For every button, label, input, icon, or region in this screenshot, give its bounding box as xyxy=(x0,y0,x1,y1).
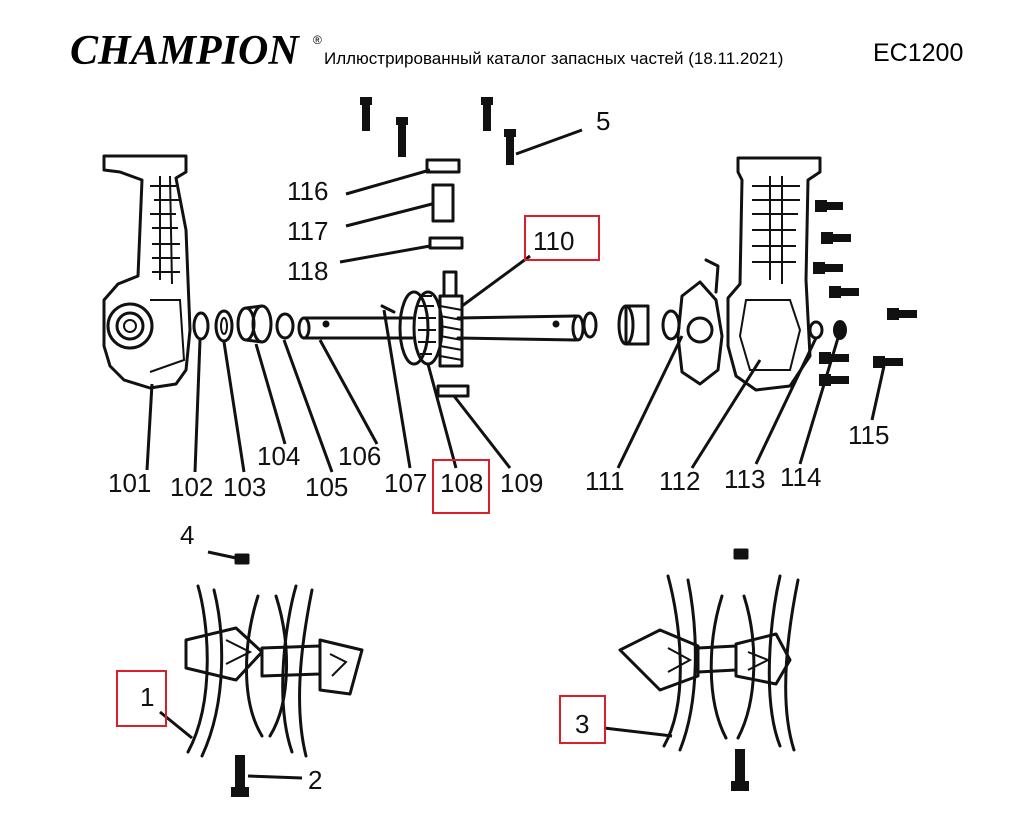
worm-gear-108 xyxy=(398,290,444,366)
callout-104: 104 xyxy=(257,441,300,471)
callout-108: 108 xyxy=(440,468,483,498)
pin-107 xyxy=(380,304,396,314)
leader-lines xyxy=(145,128,886,780)
callout-109: 109 xyxy=(500,468,543,498)
tiller-left-assembly xyxy=(184,553,364,797)
housing-right-112 xyxy=(726,156,822,392)
callout-102: 102 xyxy=(170,472,213,502)
callout-107: 107 xyxy=(384,468,427,498)
bushing-right xyxy=(582,304,681,346)
bearing-103 xyxy=(214,309,234,343)
callout-115: 115 xyxy=(848,420,889,450)
callout-5: 5 xyxy=(596,106,610,136)
callout-116: 116 xyxy=(287,176,328,206)
registered-mark: ® xyxy=(313,33,322,47)
highlight-108 xyxy=(432,459,490,514)
callout-117: 117 xyxy=(287,216,328,246)
key-116 xyxy=(425,158,461,174)
bolt-stack-115 xyxy=(813,200,917,386)
tiller-right-assembly xyxy=(618,548,800,791)
callout-113: 113 xyxy=(724,464,765,494)
ring-105 xyxy=(275,312,295,340)
callout-112: 112 xyxy=(659,466,700,496)
gearbox-exploded-view xyxy=(102,97,917,398)
callout-101: 101 xyxy=(108,468,151,498)
callout-114: 114 xyxy=(780,462,821,492)
seal-102 xyxy=(192,311,210,341)
callout-111: 111 xyxy=(585,466,625,496)
ring-113 xyxy=(808,320,824,340)
callout-3: 3 xyxy=(575,709,589,739)
callout-118: 118 xyxy=(287,256,328,286)
key-117 xyxy=(431,183,455,223)
callout-4: 4 xyxy=(180,520,194,550)
callout-2: 2 xyxy=(308,765,322,795)
shaft-106 xyxy=(297,314,585,342)
worm-shaft-110 xyxy=(438,270,464,368)
housing-left-101 xyxy=(102,154,192,390)
bolt-group-5 xyxy=(360,97,516,165)
callout-110: 110 xyxy=(533,226,574,256)
highlight-3 xyxy=(559,695,606,744)
callout-1: 1 xyxy=(140,682,154,712)
gasket-111 xyxy=(676,258,724,386)
key-118 xyxy=(428,236,464,250)
ring-114 xyxy=(833,320,847,340)
callout-105: 105 xyxy=(305,472,348,502)
callout-106: 106 xyxy=(338,441,381,471)
bushing-104 xyxy=(236,304,273,344)
key-109 xyxy=(436,384,470,398)
callout-103: 103 xyxy=(223,472,266,502)
header: CHAMPION ® Иллюстрированный каталог запа… xyxy=(70,28,963,74)
catalog-title: Иллюстрированный каталог запасных частей… xyxy=(324,49,783,68)
highlight-1 xyxy=(116,670,167,727)
bolt-2 xyxy=(231,755,249,797)
brand-logo: CHAMPION xyxy=(70,28,300,74)
highlight-boxes xyxy=(116,215,606,744)
callout-labels: 5 116 117 118 110 101 102 103 104 105 10… xyxy=(108,106,889,795)
highlight-110 xyxy=(524,215,600,261)
model-code: EC1200 xyxy=(873,39,963,67)
